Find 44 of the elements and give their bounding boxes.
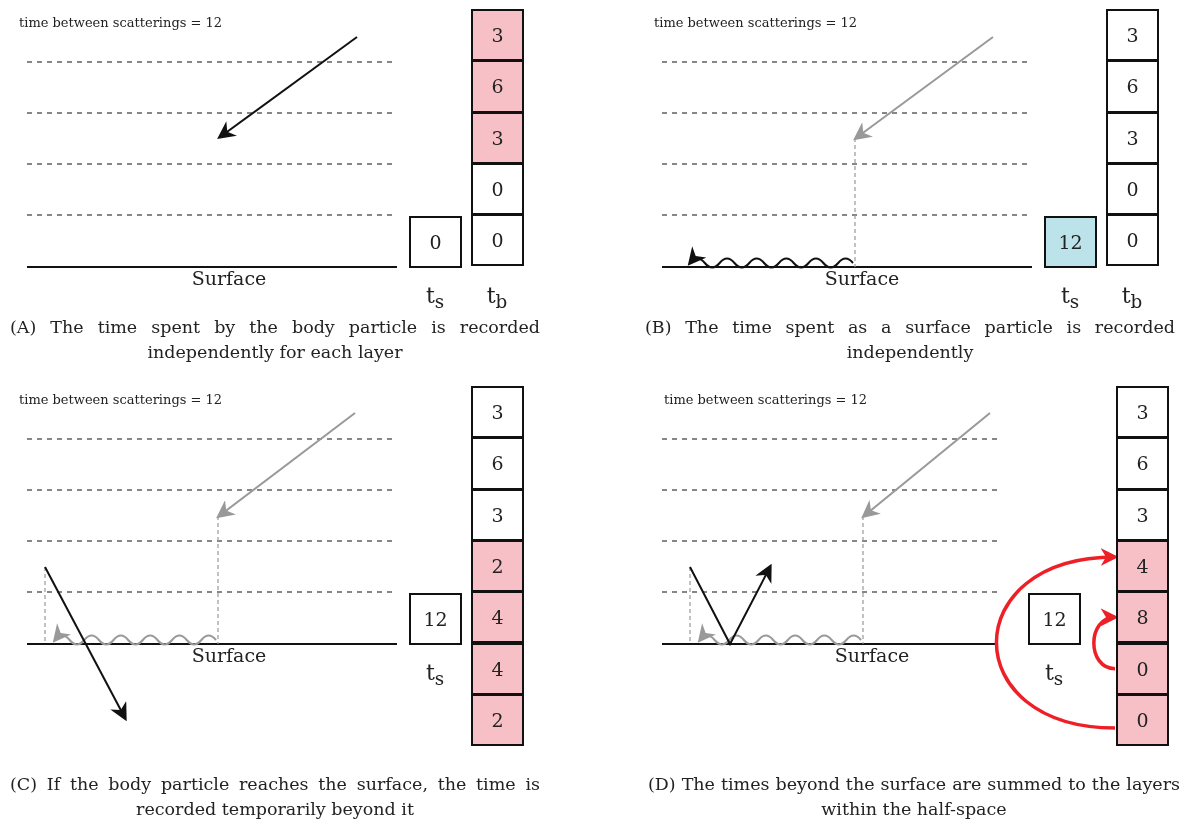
surface-label: Surface <box>191 644 267 666</box>
value-cell: 3 <box>471 386 524 439</box>
value-cell: 4 <box>471 591 524 644</box>
value-cell: 0 <box>471 162 524 216</box>
axis-label: t$_{s}$ <box>1044 660 1064 690</box>
axis-label: t$_{s}$ <box>425 283 445 313</box>
value-cell: 0 <box>409 216 462 268</box>
value-cell: 6 <box>471 437 524 490</box>
value-cell: 12 <box>1028 593 1081 645</box>
surface-label: Surface <box>191 267 267 289</box>
axis-label: t$_{b}$ <box>486 283 508 313</box>
annotation-text: time between scatterings = 12 <box>19 392 223 407</box>
value-cell: 3 <box>1116 386 1169 439</box>
value-cell: 6 <box>1116 437 1169 490</box>
surface-label: Surface <box>824 267 900 289</box>
value-cell: 3 <box>471 111 524 164</box>
value-cell: 2 <box>471 539 524 593</box>
caption: (D) The times beyond the surface are summed to the layers within the half-space <box>648 773 1180 821</box>
caption: (A) The time spent by the body particle is recorded independently for each layer <box>10 316 540 364</box>
value-cell: 0 <box>471 214 524 267</box>
value-cell: 12 <box>409 593 462 645</box>
annotation-text: time between scatterings = 12 <box>19 15 223 30</box>
value-cell: 0 <box>1116 693 1169 747</box>
value-cell: 3 <box>1106 111 1159 164</box>
axis-label: t$_{s}$ <box>1060 283 1080 313</box>
axis-label: t$_{b}$ <box>1121 283 1143 313</box>
value-cell: 12 <box>1044 216 1097 268</box>
value-cell: 2 <box>471 693 524 747</box>
value-cell: 6 <box>471 60 524 113</box>
value-cell: 8 <box>1116 591 1169 644</box>
surface-label: Surface <box>834 644 910 666</box>
value-cell: 6 <box>1106 60 1159 113</box>
annotation-text: time between scatterings = 12 <box>664 392 868 407</box>
value-cell: 3 <box>1106 9 1159 62</box>
value-cell: 0 <box>1106 214 1159 267</box>
value-cell: 4 <box>471 642 524 695</box>
annotation-text: time between scatterings = 12 <box>654 15 858 30</box>
value-cell: 3 <box>471 9 524 62</box>
axis-label: t$_{s}$ <box>425 660 445 690</box>
value-cell: 4 <box>1116 539 1169 593</box>
value-cell: 0 <box>1116 642 1169 695</box>
caption: (B) The time spent as a surface particle is recorded independently <box>645 316 1175 364</box>
caption: (C) If the body particle reaches the surface, the time is recorded temporarily beyond it <box>10 773 540 821</box>
value-cell: 0 <box>1106 162 1159 216</box>
